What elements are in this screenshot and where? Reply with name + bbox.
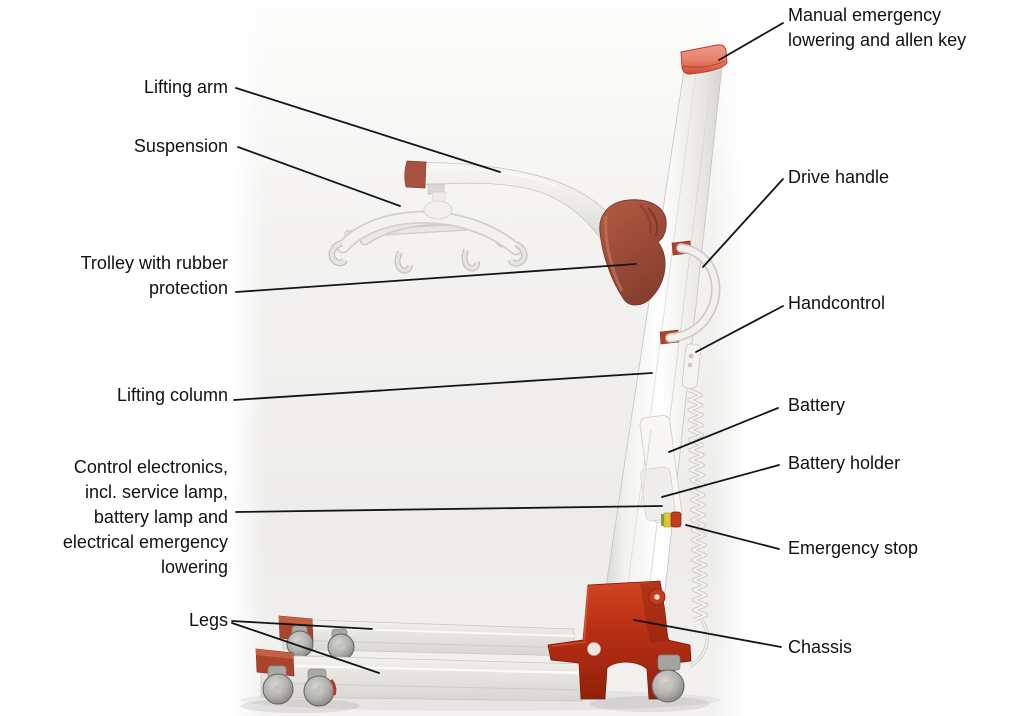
handcontrol-cord bbox=[687, 388, 709, 668]
line-battery bbox=[668, 407, 779, 453]
leg-front-graphic bbox=[255, 648, 587, 707]
line-trolley bbox=[235, 263, 637, 293]
label-battery: Battery bbox=[788, 395, 846, 415]
line-lifting-column bbox=[233, 372, 653, 401]
line-legs-2 bbox=[231, 622, 380, 674]
lifting-arm-graphic bbox=[404, 160, 621, 246]
label-drive-handle: Drive handle bbox=[788, 167, 890, 187]
castor-brake bbox=[329, 678, 337, 696]
line-handcontrol bbox=[695, 305, 784, 353]
trolley-rubber-graphic bbox=[599, 199, 667, 306]
line-battery-holder bbox=[661, 464, 780, 498]
label-legs: Legs bbox=[188, 610, 228, 630]
label-battery-holder: Battery holder bbox=[788, 453, 901, 473]
label-trolley: Trolley with rubber protection bbox=[80, 253, 228, 298]
label-lifting-column: Lifting column bbox=[116, 385, 228, 405]
line-suspension bbox=[237, 146, 401, 207]
emergency-stop-graphic bbox=[661, 511, 682, 528]
label-control-electronics: Control electronics, incl. service lamp,… bbox=[62, 457, 228, 577]
arm-end-cap bbox=[404, 160, 427, 189]
line-legs-1 bbox=[231, 620, 373, 630]
line-control-electronics bbox=[235, 505, 663, 513]
line-chassis bbox=[633, 619, 782, 648]
label-handcontrol: Handcontrol bbox=[788, 293, 886, 313]
suspension-graphic bbox=[328, 183, 528, 274]
line-manual-emergency bbox=[718, 22, 784, 61]
line-emergency-stop bbox=[685, 524, 780, 550]
drive-handle-graphic bbox=[659, 240, 721, 345]
chassis-graphic bbox=[547, 580, 692, 700]
line-lifting-arm bbox=[235, 87, 501, 173]
label-manual-emergency-lowering: Manual emergency lowering and allen key bbox=[788, 5, 967, 50]
line-drive-handle bbox=[702, 178, 784, 268]
label-emergency-stop: Emergency stop bbox=[788, 538, 919, 558]
leader-lines bbox=[231, 22, 784, 674]
label-chassis: Chassis bbox=[788, 637, 853, 657]
castor-rear-near bbox=[651, 654, 685, 703]
label-suspension: Suspension bbox=[133, 136, 228, 156]
handcontrol-graphic bbox=[681, 343, 702, 389]
label-lifting-arm: Lifting arm bbox=[143, 77, 228, 97]
